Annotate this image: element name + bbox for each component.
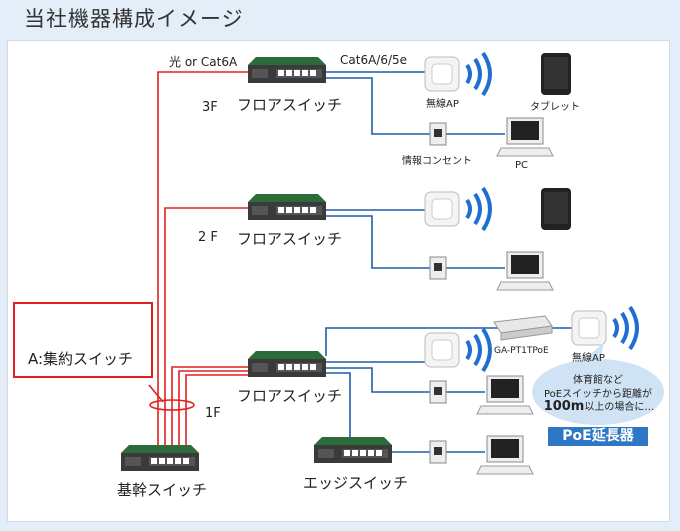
wireless-ap-1f-label: 無線AP <box>572 353 605 364</box>
fiber-label: 光 or Cat6A <box>169 55 238 69</box>
pc-label: PC <box>515 160 529 171</box>
floor-switch-1f-device <box>248 351 326 377</box>
link-3f-outlet <box>326 77 430 135</box>
fiber-link-1f-c <box>185 374 250 445</box>
bubble-condition: 以上の場合に… <box>584 402 655 413</box>
link-1f-outlet <box>326 367 430 393</box>
fiber-link-3f <box>157 71 250 445</box>
fiber-links <box>148 71 250 445</box>
floor-switch-2f-device <box>248 194 326 220</box>
fiber-link-1f-a <box>171 366 250 445</box>
poe-bubble-shape <box>532 342 664 425</box>
link-1f-edge <box>326 372 351 440</box>
poe-device-label: GA-PT1TPoE <box>494 346 549 356</box>
floor-label-2f: 2 F <box>198 230 218 245</box>
tablet-3f-icon <box>541 53 571 95</box>
tablet-label: タブレット <box>530 102 580 113</box>
core-switch-label: 基幹スイッチ <box>117 481 208 499</box>
floor-switch-3f-label: フロアスイッチ <box>237 96 343 114</box>
aggregation-callout <box>13 302 153 378</box>
pc-2f-icon <box>496 251 554 291</box>
floor-label-3f: 3F <box>202 100 218 115</box>
poe-extender-device <box>493 315 553 341</box>
pc-edge-icon <box>476 435 534 475</box>
link-2f-outlet <box>326 215 430 269</box>
pc-3f-icon <box>496 117 554 157</box>
wireless-ap-poe-icon <box>570 305 639 351</box>
outlet-2f-icon <box>429 256 447 280</box>
bubble-line3: 100m以上の場合に… <box>536 398 662 414</box>
fiber-link-2f <box>164 207 250 445</box>
outlet-edge-icon <box>429 440 447 464</box>
outlet-1f-icon <box>429 380 447 404</box>
floor-switch-2f-label: フロアスイッチ <box>237 230 343 248</box>
wireless-ap-2f-icon <box>423 186 492 232</box>
floor-switch-3f-device <box>248 57 326 83</box>
aggregation-switch-label: A:集約スイッチ <box>28 350 134 368</box>
aggregation-pointer <box>148 384 164 403</box>
wireless-ap-3f-label: 無線AP <box>426 99 459 110</box>
bubble-distance: 100m <box>543 399 585 414</box>
wireless-ap-3f-icon <box>423 51 492 97</box>
edge-switch-device <box>314 437 392 463</box>
tablet-2f-icon <box>541 188 571 230</box>
copper-links <box>325 71 572 453</box>
bubble-line1: 体育館など <box>573 375 623 386</box>
info-outlet-label: 情報コンセント <box>402 156 472 167</box>
floor-label-1f: 1F <box>205 406 221 421</box>
outlet-3f-icon <box>429 122 447 146</box>
bubble-line2: PoEスイッチから距離が <box>543 389 653 400</box>
page-title: 当社機器構成イメージ <box>24 7 244 31</box>
core-switch-device <box>121 445 199 471</box>
pc-1f-icon <box>476 375 534 415</box>
edge-switch-label: エッジスイッチ <box>303 474 409 492</box>
fiber-link-1f-b <box>178 370 250 445</box>
wireless-ap-1f-icon <box>423 327 492 373</box>
poe-extender-badge: PoE延長器 <box>548 427 648 446</box>
aggregation-ring <box>149 399 195 411</box>
cable-label: Cat6A/6/5e <box>340 53 408 67</box>
floor-switch-1f-label: フロアスイッチ <box>237 387 343 405</box>
link-1f-poe <box>325 327 500 356</box>
